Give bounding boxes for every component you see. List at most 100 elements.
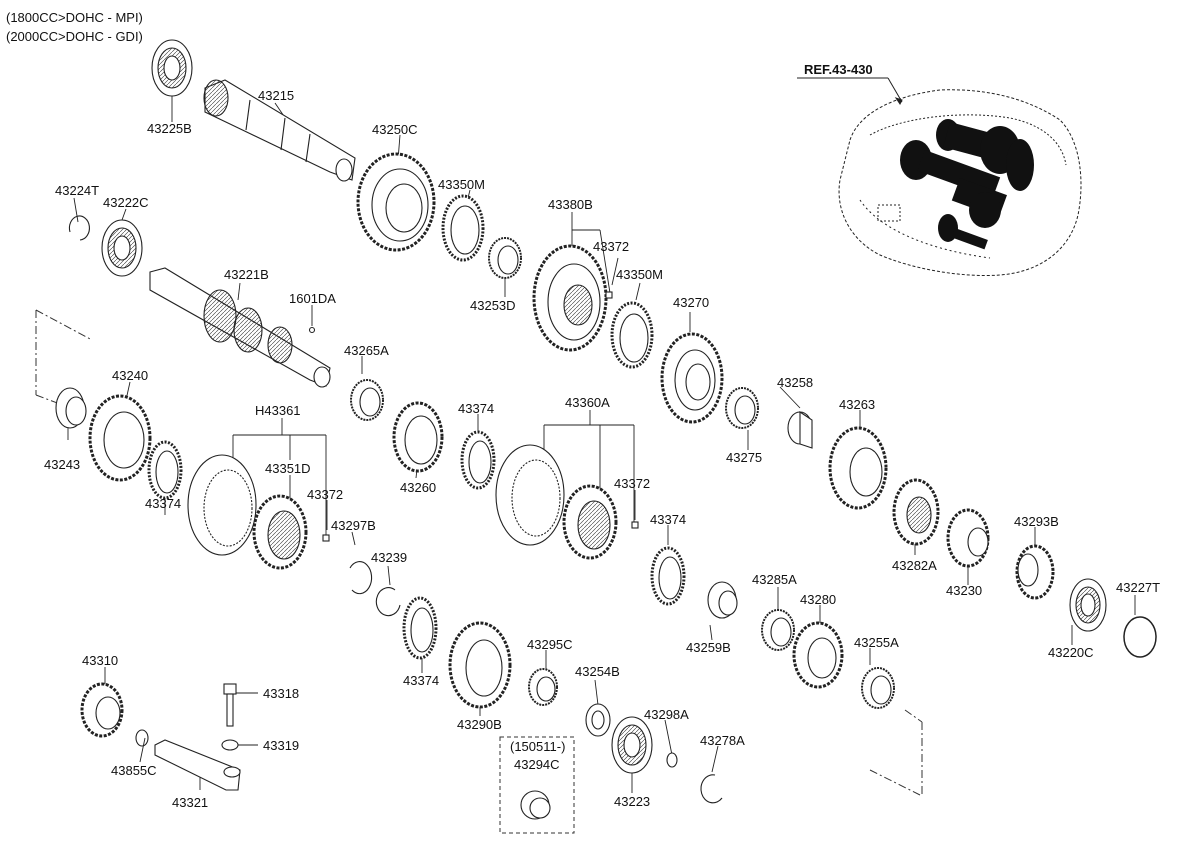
needle-bearing-43265A xyxy=(350,379,384,421)
part-label-43372-b[interactable]: 43372 xyxy=(307,487,344,502)
sync-ring-43374-c xyxy=(650,546,686,606)
snap-ring-43297B xyxy=(349,561,373,595)
sync-sleeve-H43361 xyxy=(187,454,257,556)
gear-43293B xyxy=(1015,544,1055,600)
gear-43250C xyxy=(356,152,436,252)
bearing-43223 xyxy=(611,716,653,774)
needle-bearing-43255A xyxy=(861,667,895,709)
part-label-43290B[interactable]: 43290B xyxy=(457,717,502,732)
part-label-43282A[interactable]: 43282A xyxy=(892,558,937,573)
part-label-43298A[interactable]: 43298A xyxy=(644,707,689,722)
engine-variant-line-2: (2000CC>DOHC - GDI) xyxy=(6,29,143,44)
part-label-43310[interactable]: 43310 xyxy=(82,653,119,668)
ring-43298A xyxy=(666,752,678,768)
sync-ring-43350M-b xyxy=(610,301,654,369)
part-label-43224T[interactable]: 43224T xyxy=(55,183,100,198)
part-label-43293B[interactable]: 43293B xyxy=(1014,514,1059,529)
gear-43230 xyxy=(946,508,990,568)
part-label-43280[interactable]: 43280 xyxy=(800,592,837,607)
part-label-43253D[interactable]: 43253D xyxy=(470,298,516,313)
bearing-43225B xyxy=(151,39,193,97)
part-label-43254B[interactable]: 43254B xyxy=(575,664,620,679)
part-label-43243[interactable]: 43243 xyxy=(44,457,81,472)
part-label-43278A[interactable]: 43278A xyxy=(700,733,745,748)
part-label-43374-b[interactable]: 43374 xyxy=(145,496,182,511)
bolt-43318 xyxy=(223,683,237,727)
part-label-43263[interactable]: 43263 xyxy=(839,397,876,412)
part-label-43285A[interactable]: 43285A xyxy=(752,572,797,587)
part-label-43255A[interactable]: 43255A xyxy=(854,635,899,650)
snap-ring-43224T xyxy=(68,215,90,241)
part-label-43258[interactable]: 43258 xyxy=(777,375,814,390)
part-label-43260[interactable]: 43260 xyxy=(400,480,437,495)
detent-43372-b xyxy=(322,534,330,542)
part-label-43221B[interactable]: 43221B xyxy=(224,267,269,282)
part-label-43380B[interactable]: 43380B xyxy=(548,197,593,212)
part-label-43259B[interactable]: 43259B xyxy=(686,640,731,655)
part-label-43230[interactable]: 43230 xyxy=(946,583,983,598)
part-label-43319[interactable]: 43319 xyxy=(263,738,300,753)
sync-sleeve-43360A xyxy=(495,444,565,546)
part-label-H43361[interactable]: H43361 xyxy=(255,403,301,418)
part-label-43318[interactable]: 43318 xyxy=(263,686,300,701)
part-label-43374-c[interactable]: 43374 xyxy=(650,512,687,527)
gear-43310 xyxy=(80,682,124,738)
part-label-43294C[interactable]: 43294C xyxy=(514,757,560,772)
part-label-43265A[interactable]: 43265A xyxy=(344,343,389,358)
part-label-43350M-a[interactable]: 43350M xyxy=(438,177,485,192)
engine-variant-line-1: (1800CC>DOHC - MPI) xyxy=(6,10,143,25)
shaft-43221B xyxy=(149,267,331,388)
shaft-43215 xyxy=(203,79,356,182)
part-label-43350M-b[interactable]: 43350M xyxy=(616,267,663,282)
part-label-43351D[interactable]: 43351D xyxy=(265,461,311,476)
gear-43263 xyxy=(828,426,888,510)
snap-ring-43855C xyxy=(135,729,149,747)
part-label-43239[interactable]: 43239 xyxy=(371,550,408,565)
assembly-guide-lines xyxy=(35,309,923,796)
detent-43372-a xyxy=(605,291,613,299)
hub-43360A xyxy=(562,484,618,560)
part-label-43360A[interactable]: 43360A xyxy=(565,395,610,410)
needle-bearing-43295C xyxy=(528,668,558,706)
part-label-43297B[interactable]: 43297B xyxy=(331,518,376,533)
sync-ring-43374-b xyxy=(460,430,496,490)
part-label-43855C[interactable]: 43855C xyxy=(111,763,157,778)
snap-ring-43239 xyxy=(375,587,401,617)
needle-bearing-43285A xyxy=(761,609,795,651)
part-label-43372-a[interactable]: 43372 xyxy=(593,239,630,254)
shaft-43321 xyxy=(154,739,241,791)
part-label-43321[interactable]: 43321 xyxy=(172,795,209,810)
bushing-43258 xyxy=(787,410,813,449)
washer-43254B xyxy=(585,703,611,737)
part-label-43222C[interactable]: 43222C xyxy=(103,195,149,210)
sleeve-43243 xyxy=(55,387,87,429)
transmission-case-illustration xyxy=(797,77,1082,276)
part-label-43372-c[interactable]: 43372 xyxy=(614,476,651,491)
ref-label[interactable]: REF.43-430 xyxy=(804,62,873,77)
bushing-43294C xyxy=(520,790,551,820)
bearing-43222C xyxy=(101,219,143,277)
part-label-43275[interactable]: 43275 xyxy=(726,450,763,465)
part-label-43223[interactable]: 43223 xyxy=(614,794,651,809)
gear-43240 xyxy=(88,394,152,482)
part-label-43215[interactable]: 43215 xyxy=(258,88,295,103)
part-label-43225B[interactable]: 43225B xyxy=(147,121,192,136)
part-label-43227T[interactable]: 43227T xyxy=(1116,580,1161,595)
part-label-43374-a[interactable]: 43374 xyxy=(458,401,495,416)
part-label-43220C[interactable]: 43220C xyxy=(1048,645,1094,660)
gear-43270 xyxy=(660,332,724,424)
part-label-43250C[interactable]: 43250C xyxy=(372,122,418,137)
bearing-43220C xyxy=(1069,578,1107,632)
detent-43372-c xyxy=(631,521,639,529)
part-label-43270[interactable]: 43270 xyxy=(673,295,710,310)
gear-43260 xyxy=(392,401,444,473)
part-label-43295C[interactable]: 43295C xyxy=(527,637,573,652)
part-label-43374-d[interactable]: 43374 xyxy=(403,673,440,688)
sleeve-43259B xyxy=(707,581,738,619)
plug-1601DA xyxy=(308,326,316,334)
part-label-1601DA[interactable]: 1601DA xyxy=(289,291,336,306)
sync-ring-43374-a xyxy=(147,440,183,500)
part-label-43240[interactable]: 43240 xyxy=(112,368,149,383)
hub-43351D xyxy=(252,494,308,570)
